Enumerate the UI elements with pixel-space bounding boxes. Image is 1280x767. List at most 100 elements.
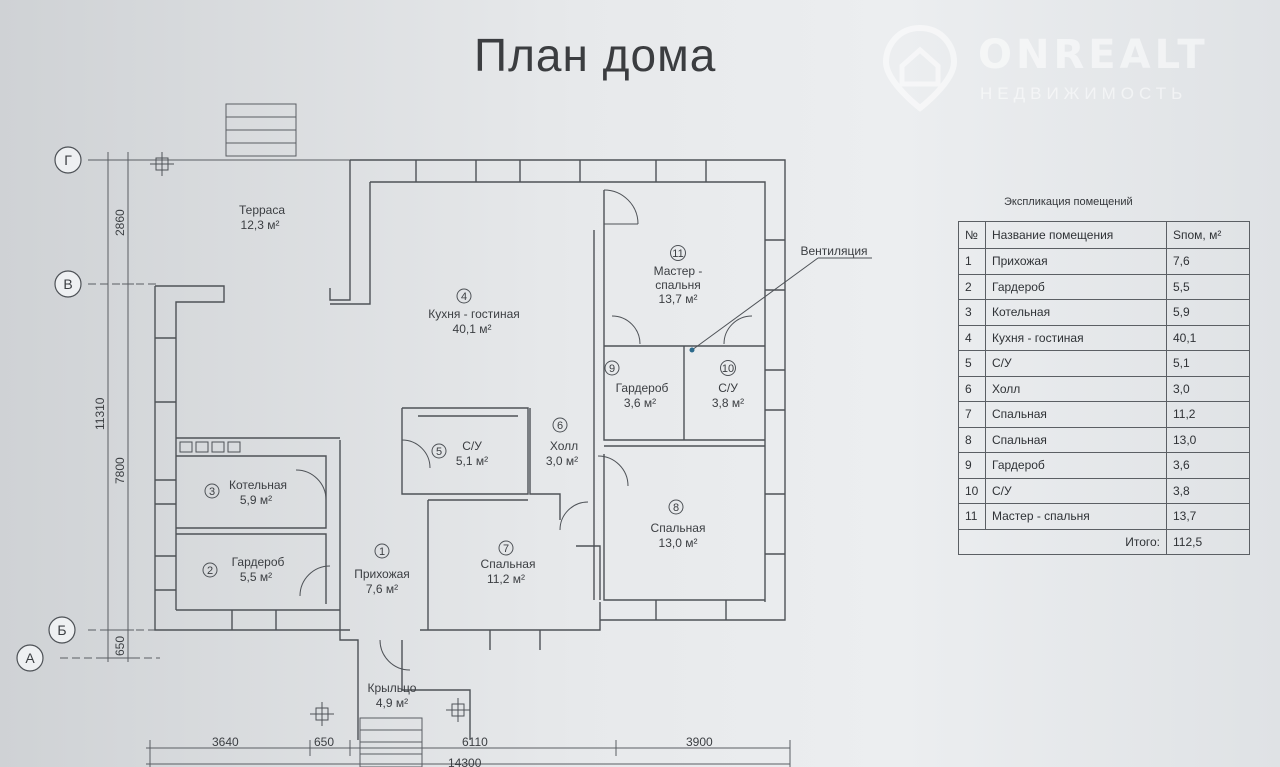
room-9-area: 3,6 м² bbox=[624, 396, 656, 410]
dim-3900: 3900 bbox=[686, 735, 713, 749]
ventilation-label: Вентиляция bbox=[800, 244, 867, 258]
room-8-name: Спальная bbox=[651, 521, 706, 535]
page-title: План дома bbox=[474, 29, 717, 81]
room-7-name: Спальная bbox=[481, 557, 536, 571]
room-5-area: 5,1 м² bbox=[456, 454, 488, 468]
axis-label-v: В bbox=[63, 276, 72, 292]
dim-6110: 6110 bbox=[462, 735, 488, 749]
cell-num: 10 bbox=[958, 477, 986, 504]
room-8-area: 13,0 м² bbox=[659, 536, 698, 550]
terrace-area: 12,3 м² bbox=[241, 218, 280, 232]
cell-area: 7,6 bbox=[1166, 248, 1250, 275]
room-3-area: 5,9 м² bbox=[240, 493, 272, 507]
cell-name: Гардероб bbox=[985, 273, 1167, 300]
cell-name: Спальная bbox=[985, 401, 1167, 428]
room-number-10: 10 bbox=[722, 363, 734, 375]
room-11-name-2: спальня bbox=[655, 278, 701, 292]
cell-area: 11,2 bbox=[1166, 401, 1250, 428]
header-room-name: Название помещения bbox=[985, 221, 1167, 249]
cell-area: 3,8 bbox=[1166, 477, 1250, 504]
cell-area: 3,0 bbox=[1166, 375, 1250, 402]
cell-name: Холл bbox=[985, 375, 1167, 402]
cell-area: 5,9 bbox=[1166, 299, 1250, 326]
room-number-2: 2 bbox=[207, 565, 213, 577]
total-label: Итого: bbox=[958, 528, 1167, 555]
cell-num: 5 bbox=[958, 350, 986, 377]
cell-num: 9 bbox=[958, 452, 986, 479]
cell-num: 8 bbox=[958, 426, 986, 453]
room-number-3: 3 bbox=[209, 486, 215, 498]
room-9-name: Гардероб bbox=[616, 381, 669, 395]
header-area: Sпом, м² bbox=[1166, 221, 1250, 249]
room-7-area: 11,2 м² bbox=[487, 572, 525, 586]
room-6-area: 3,0 м² bbox=[546, 454, 578, 468]
cell-num: 11 bbox=[958, 503, 986, 530]
cell-area: 5,1 bbox=[1166, 350, 1250, 377]
room-3-name: Котельная bbox=[229, 478, 287, 492]
room-number-4: 4 bbox=[461, 291, 467, 303]
cell-num: 7 bbox=[958, 401, 986, 428]
room-4-area: 40,1 м² bbox=[453, 322, 492, 336]
cell-area: 13,7 bbox=[1166, 503, 1250, 530]
dim-7800: 7800 bbox=[113, 457, 127, 484]
boiler-equipment bbox=[179, 441, 241, 453]
total-value: 112,5 bbox=[1166, 528, 1250, 555]
terrace-name: Терраса bbox=[239, 203, 285, 217]
room-number-9: 9 bbox=[609, 363, 615, 375]
room-number-5: 5 bbox=[436, 446, 442, 458]
house-pin-icon bbox=[882, 24, 958, 112]
room-11-area: 13,7 м² bbox=[659, 292, 698, 306]
axis-label-b: Б bbox=[57, 622, 66, 638]
cell-name: Котельная bbox=[985, 299, 1167, 326]
cell-name: С/У bbox=[985, 350, 1167, 377]
dim-650-vertical: 650 bbox=[113, 636, 127, 656]
room-4-name: Кухня - гостиная bbox=[428, 307, 520, 321]
dim-14300: 14300 bbox=[448, 756, 482, 767]
cell-area: 40,1 bbox=[1166, 324, 1250, 351]
ventilation-leader bbox=[689, 257, 872, 353]
dim-11310: 11310 bbox=[93, 397, 107, 430]
cell-name: Гардероб bbox=[985, 452, 1167, 479]
header-number: № bbox=[958, 221, 986, 249]
top-stairs bbox=[225, 103, 297, 157]
cell-name: Мастер - спальня bbox=[985, 503, 1167, 530]
axis-label-a: А bbox=[25, 650, 35, 666]
cell-num: 1 bbox=[958, 248, 986, 275]
cell-area: 3,6 bbox=[1166, 452, 1250, 479]
cell-area: 13,0 bbox=[1166, 426, 1250, 453]
room-10-area: 3,8 м² bbox=[712, 396, 744, 410]
cell-area: 5,5 bbox=[1166, 273, 1250, 300]
room-2-area: 5,5 м² bbox=[240, 570, 272, 584]
column-markers bbox=[150, 152, 470, 726]
cell-num: 3 bbox=[958, 299, 986, 326]
room-1-name: Прихожая bbox=[354, 567, 410, 581]
room-6-name: Холл bbox=[550, 439, 578, 453]
door-swings bbox=[295, 189, 753, 671]
watermark-subtitle: НЕДВИЖИМОСТЬ bbox=[980, 84, 1188, 103]
total-row: Итого: 112,5 bbox=[958, 528, 1250, 555]
dim-650-horizontal: 650 bbox=[314, 735, 334, 749]
cell-name: Спальная bbox=[985, 426, 1167, 453]
porch-area: 4,9 м² bbox=[376, 696, 408, 710]
cell-num: 2 bbox=[958, 273, 986, 300]
watermark-brand: ONREALT bbox=[978, 32, 1209, 78]
room-number-11: 11 bbox=[672, 248, 683, 260]
explication-title: Экспликация помещений bbox=[1004, 196, 1133, 208]
cell-num: 4 bbox=[958, 324, 986, 351]
dim-2860: 2860 bbox=[113, 209, 127, 236]
cell-name: С/У bbox=[985, 477, 1167, 504]
porch-stairs bbox=[359, 717, 423, 767]
room-number-7: 7 bbox=[503, 543, 509, 555]
room-10-name: С/У bbox=[718, 381, 738, 395]
